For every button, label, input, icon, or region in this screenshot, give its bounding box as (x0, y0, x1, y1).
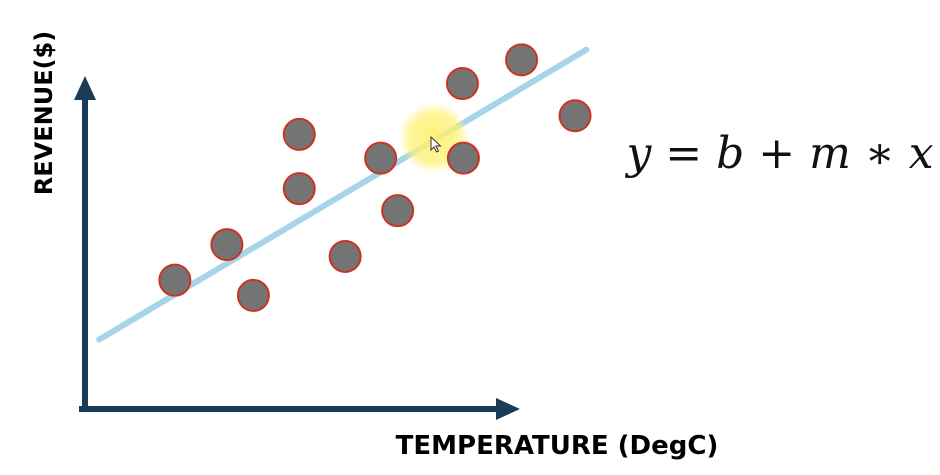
data-point (446, 141, 480, 175)
data-points (158, 43, 592, 312)
data-point (505, 43, 539, 77)
data-point (381, 194, 415, 228)
data-point (282, 172, 316, 206)
data-point (236, 278, 270, 312)
data-point (282, 117, 316, 151)
data-point (558, 99, 592, 133)
pointer-cursor-icon (430, 135, 442, 153)
y-axis-arrow-icon (74, 76, 96, 100)
data-point (158, 263, 192, 297)
data-point (328, 239, 362, 273)
data-point (364, 141, 398, 175)
axes (74, 76, 520, 420)
y-axis-title: REVENUE($) (30, 31, 58, 195)
x-axis-title: TEMPERATURE (DegC) (396, 431, 719, 461)
data-point (445, 67, 479, 101)
x-axis-arrow-icon (496, 398, 520, 420)
data-point (210, 228, 244, 262)
regression-equation: y = b + m ∗ x (624, 128, 933, 179)
